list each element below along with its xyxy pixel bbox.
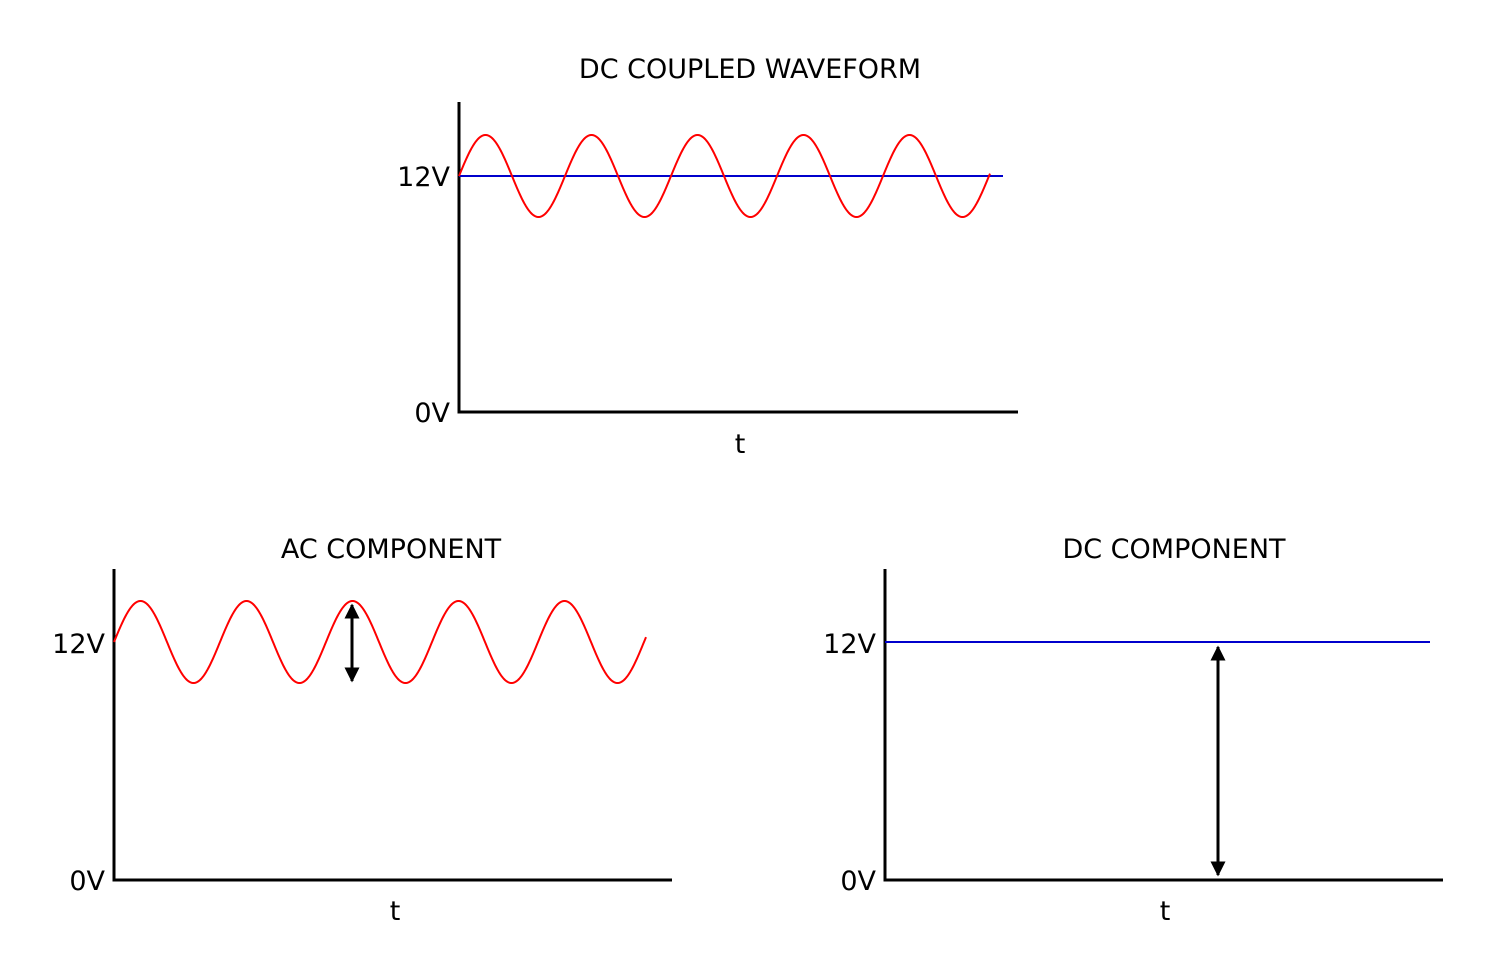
dc-coupled-12v-label: 12V <box>397 162 450 193</box>
dc-component-12v-label: 12V <box>823 629 876 660</box>
dc-component-panel: DC COMPONENT 12V 0V t <box>823 534 1443 927</box>
dc-coupled-0v-label: 0V <box>414 398 450 429</box>
dc-coupled-axes <box>457 102 1018 414</box>
dc-coupled-t-label: t <box>735 429 746 460</box>
ac-component-sine-wave <box>113 600 647 684</box>
dc-component-title: DC COMPONENT <box>1062 534 1286 565</box>
ac-component-0v-label: 0V <box>69 866 105 897</box>
dc-coupled-title: DC COUPLED WAVEFORM <box>579 54 921 85</box>
dc-coupled-panel: DC COUPLED WAVEFORM 12V 0V t <box>397 54 1018 460</box>
dc-component-axes <box>883 569 1443 882</box>
ac-component-panel: AC COMPONENT 12V 0V t <box>52 534 672 927</box>
dc-component-t-label: t <box>1160 896 1171 927</box>
ac-component-axes <box>112 569 672 882</box>
ac-component-t-label: t <box>390 896 401 927</box>
ac-component-title: AC COMPONENT <box>281 534 502 565</box>
ac-component-12v-label: 12V <box>52 629 105 660</box>
dc-coupled-sine-wave <box>458 134 991 218</box>
dc-component-0v-label: 0V <box>840 866 876 897</box>
